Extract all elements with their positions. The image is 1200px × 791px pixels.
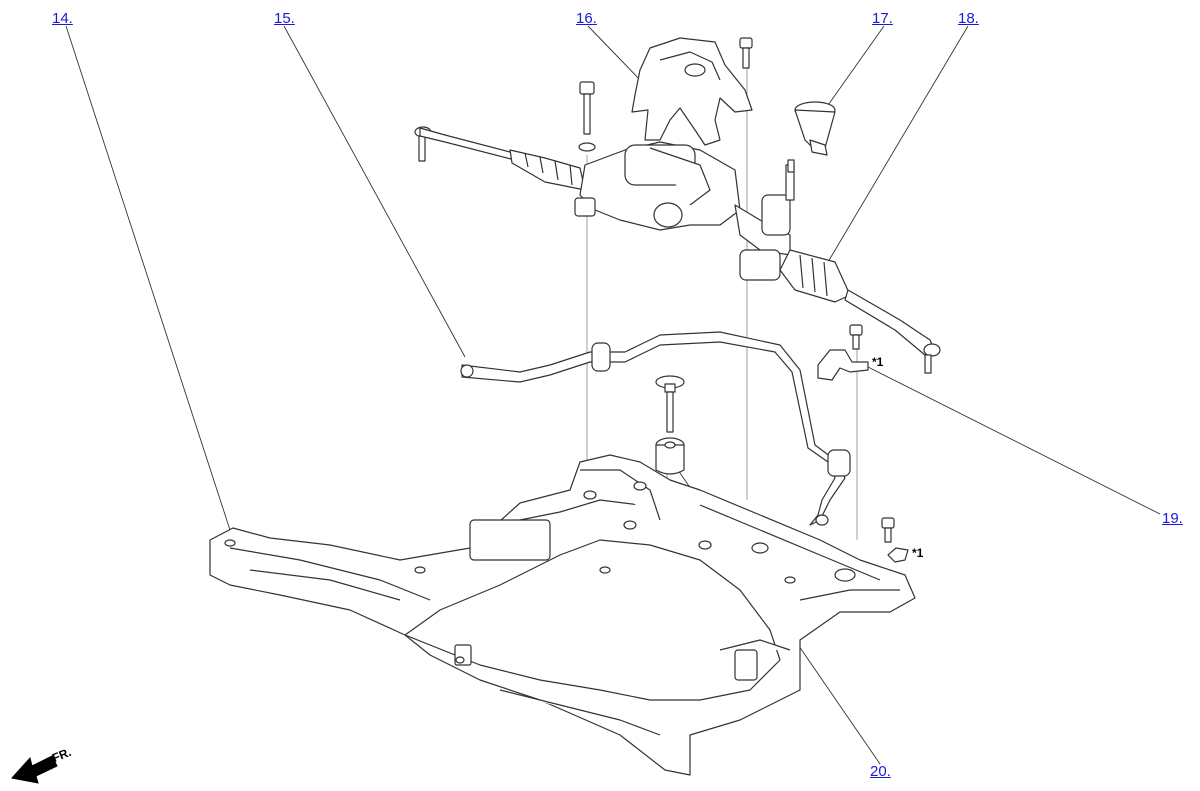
steering-gear-cushion bbox=[655, 437, 685, 475]
bolt-clamp-upper bbox=[849, 324, 863, 350]
stabilizer-bar bbox=[460, 331, 851, 526]
leader-18 bbox=[827, 25, 969, 263]
note-star-1-lower: *1 bbox=[912, 546, 924, 560]
bolt-cushion bbox=[655, 375, 685, 433]
column-hole-cover bbox=[794, 101, 836, 156]
callout-18[interactable]: 18. bbox=[958, 10, 979, 27]
callout-17[interactable]: 17. bbox=[872, 10, 893, 27]
leader-16 bbox=[587, 25, 646, 86]
callout-19[interactable]: 19. bbox=[1162, 510, 1183, 527]
bolt-steering-left bbox=[578, 81, 596, 152]
steering-gear-bracket bbox=[631, 37, 753, 146]
bolt-clamp-lower bbox=[881, 517, 895, 543]
callout-20[interactable]: 20. bbox=[870, 763, 891, 780]
note-star-1-upper: *1 bbox=[872, 355, 884, 369]
suspension-crossmember bbox=[209, 454, 916, 776]
callout-15[interactable]: 15. bbox=[274, 10, 295, 27]
front-direction-arrow-icon bbox=[11, 755, 58, 784]
callout-14[interactable]: 14. bbox=[52, 10, 73, 27]
steering-gear-assembly bbox=[414, 126, 941, 374]
leader-15 bbox=[283, 25, 466, 358]
leader-14 bbox=[65, 25, 231, 531]
callout-16[interactable]: 16. bbox=[576, 10, 597, 27]
leader-19 bbox=[867, 366, 1161, 515]
bolt-bracket-right bbox=[739, 37, 753, 69]
leader-17 bbox=[825, 25, 885, 109]
stabilizer-bar-clamp bbox=[817, 349, 909, 563]
